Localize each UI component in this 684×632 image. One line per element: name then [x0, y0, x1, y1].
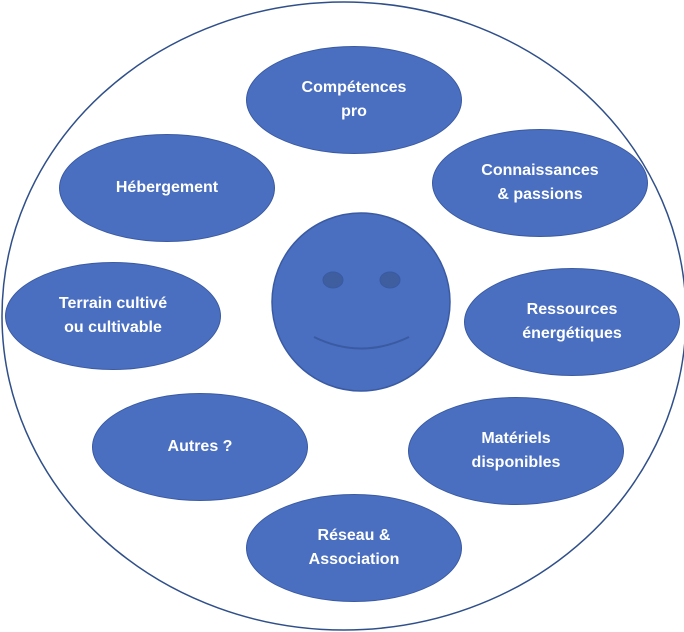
bubble-label: Hébergement: [115, 179, 219, 196]
bubble-connaissances-passions: Connaissances & passions: [432, 129, 648, 237]
bubble-terrain: Terrain cultivé ou cultivable: [5, 262, 221, 370]
smiley-right-eye: [379, 271, 401, 289]
bubble-label: Terrain cultivé ou cultivable: [58, 295, 168, 336]
bubble-label: Autres ?: [167, 438, 233, 455]
bubble-label: Connaissances & passions: [481, 162, 599, 203]
bubble-label: Matériels disponibles: [471, 430, 561, 471]
smiley-mouth: [313, 336, 410, 350]
smiley-left-eye: [322, 271, 344, 289]
bubble-label: Réseau & Association: [308, 527, 400, 568]
bubble-label: Ressources énergétiques: [522, 301, 622, 342]
bubble-materiels-disponibles: Matériels disponibles: [408, 397, 624, 505]
bubble-autres: Autres ?: [92, 393, 308, 501]
bubble-reseau-association: Réseau & Association: [246, 494, 462, 602]
bubble-competences-pro: Compétences pro: [246, 46, 462, 154]
bubble-ressources-energetiques: Ressources énergétiques: [464, 268, 680, 376]
bubble-hebergement: Hébergement: [59, 134, 275, 242]
bubble-label: Compétences pro: [301, 79, 407, 120]
